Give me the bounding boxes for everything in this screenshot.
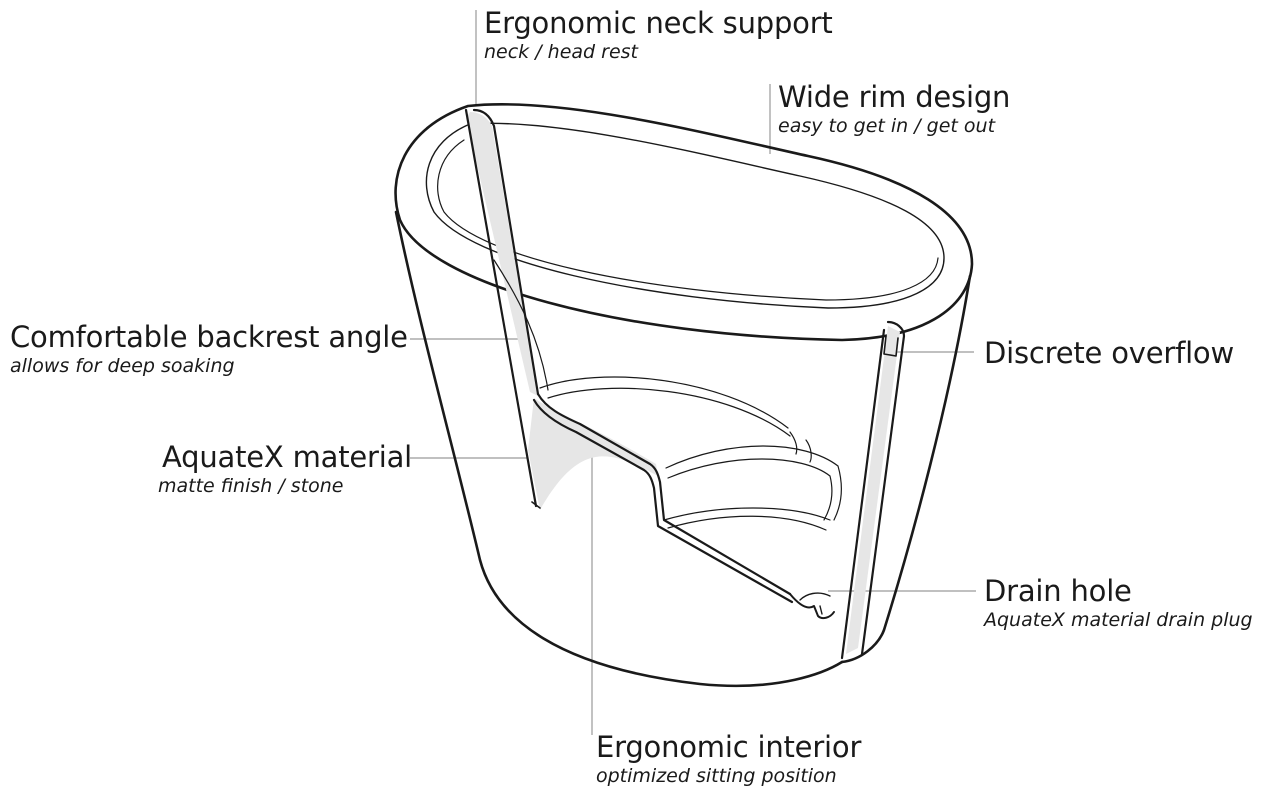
label-subtitle: neck / head rest <box>484 40 833 64</box>
label-subtitle: allows for deep soaking <box>10 354 408 378</box>
label-title: AquateX material <box>158 440 412 474</box>
label-ergonomic-neck-support: Ergonomic neck support neck / head rest <box>484 6 833 64</box>
label-title: Ergonomic neck support <box>484 6 833 40</box>
label-aquatex-material: AquateX material matte finish / stone <box>158 440 412 498</box>
label-title: Discrete overflow <box>984 336 1234 370</box>
label-discrete-overflow: Discrete overflow <box>984 336 1234 370</box>
contour-mid-seat-3 <box>790 432 811 462</box>
label-title: Comfortable backrest angle <box>10 320 408 354</box>
drain-recess <box>790 594 834 618</box>
label-drain-hole: Drain hole AquateX material drain plug <box>984 574 1253 632</box>
cutaway-section-fill <box>466 112 900 654</box>
label-title: Wide rim design <box>778 80 1010 114</box>
label-subtitle: optimized sitting position <box>596 764 861 788</box>
label-subtitle: easy to get in / get out <box>778 114 1010 138</box>
back-wall-section <box>466 112 538 396</box>
label-wide-rim-design: Wide rim design easy to get in / get out <box>778 80 1010 138</box>
contour-lower-floor <box>664 508 830 520</box>
label-ergonomic-interior: Ergonomic interior optimized sitting pos… <box>596 730 861 788</box>
label-title: Ergonomic interior <box>596 730 861 764</box>
contour-mid-seat <box>666 446 841 520</box>
contour-mid-seat-2 <box>668 459 832 520</box>
contour-lower-floor-2 <box>668 516 826 530</box>
label-title: Drain hole <box>984 574 1253 608</box>
label-comfortable-backrest-angle: Comfortable backrest angle allows for de… <box>10 320 408 378</box>
contour-upper-seat <box>540 377 788 428</box>
label-subtitle: matte finish / stone <box>158 474 412 498</box>
label-subtitle: AquateX material drain plug <box>984 608 1253 632</box>
